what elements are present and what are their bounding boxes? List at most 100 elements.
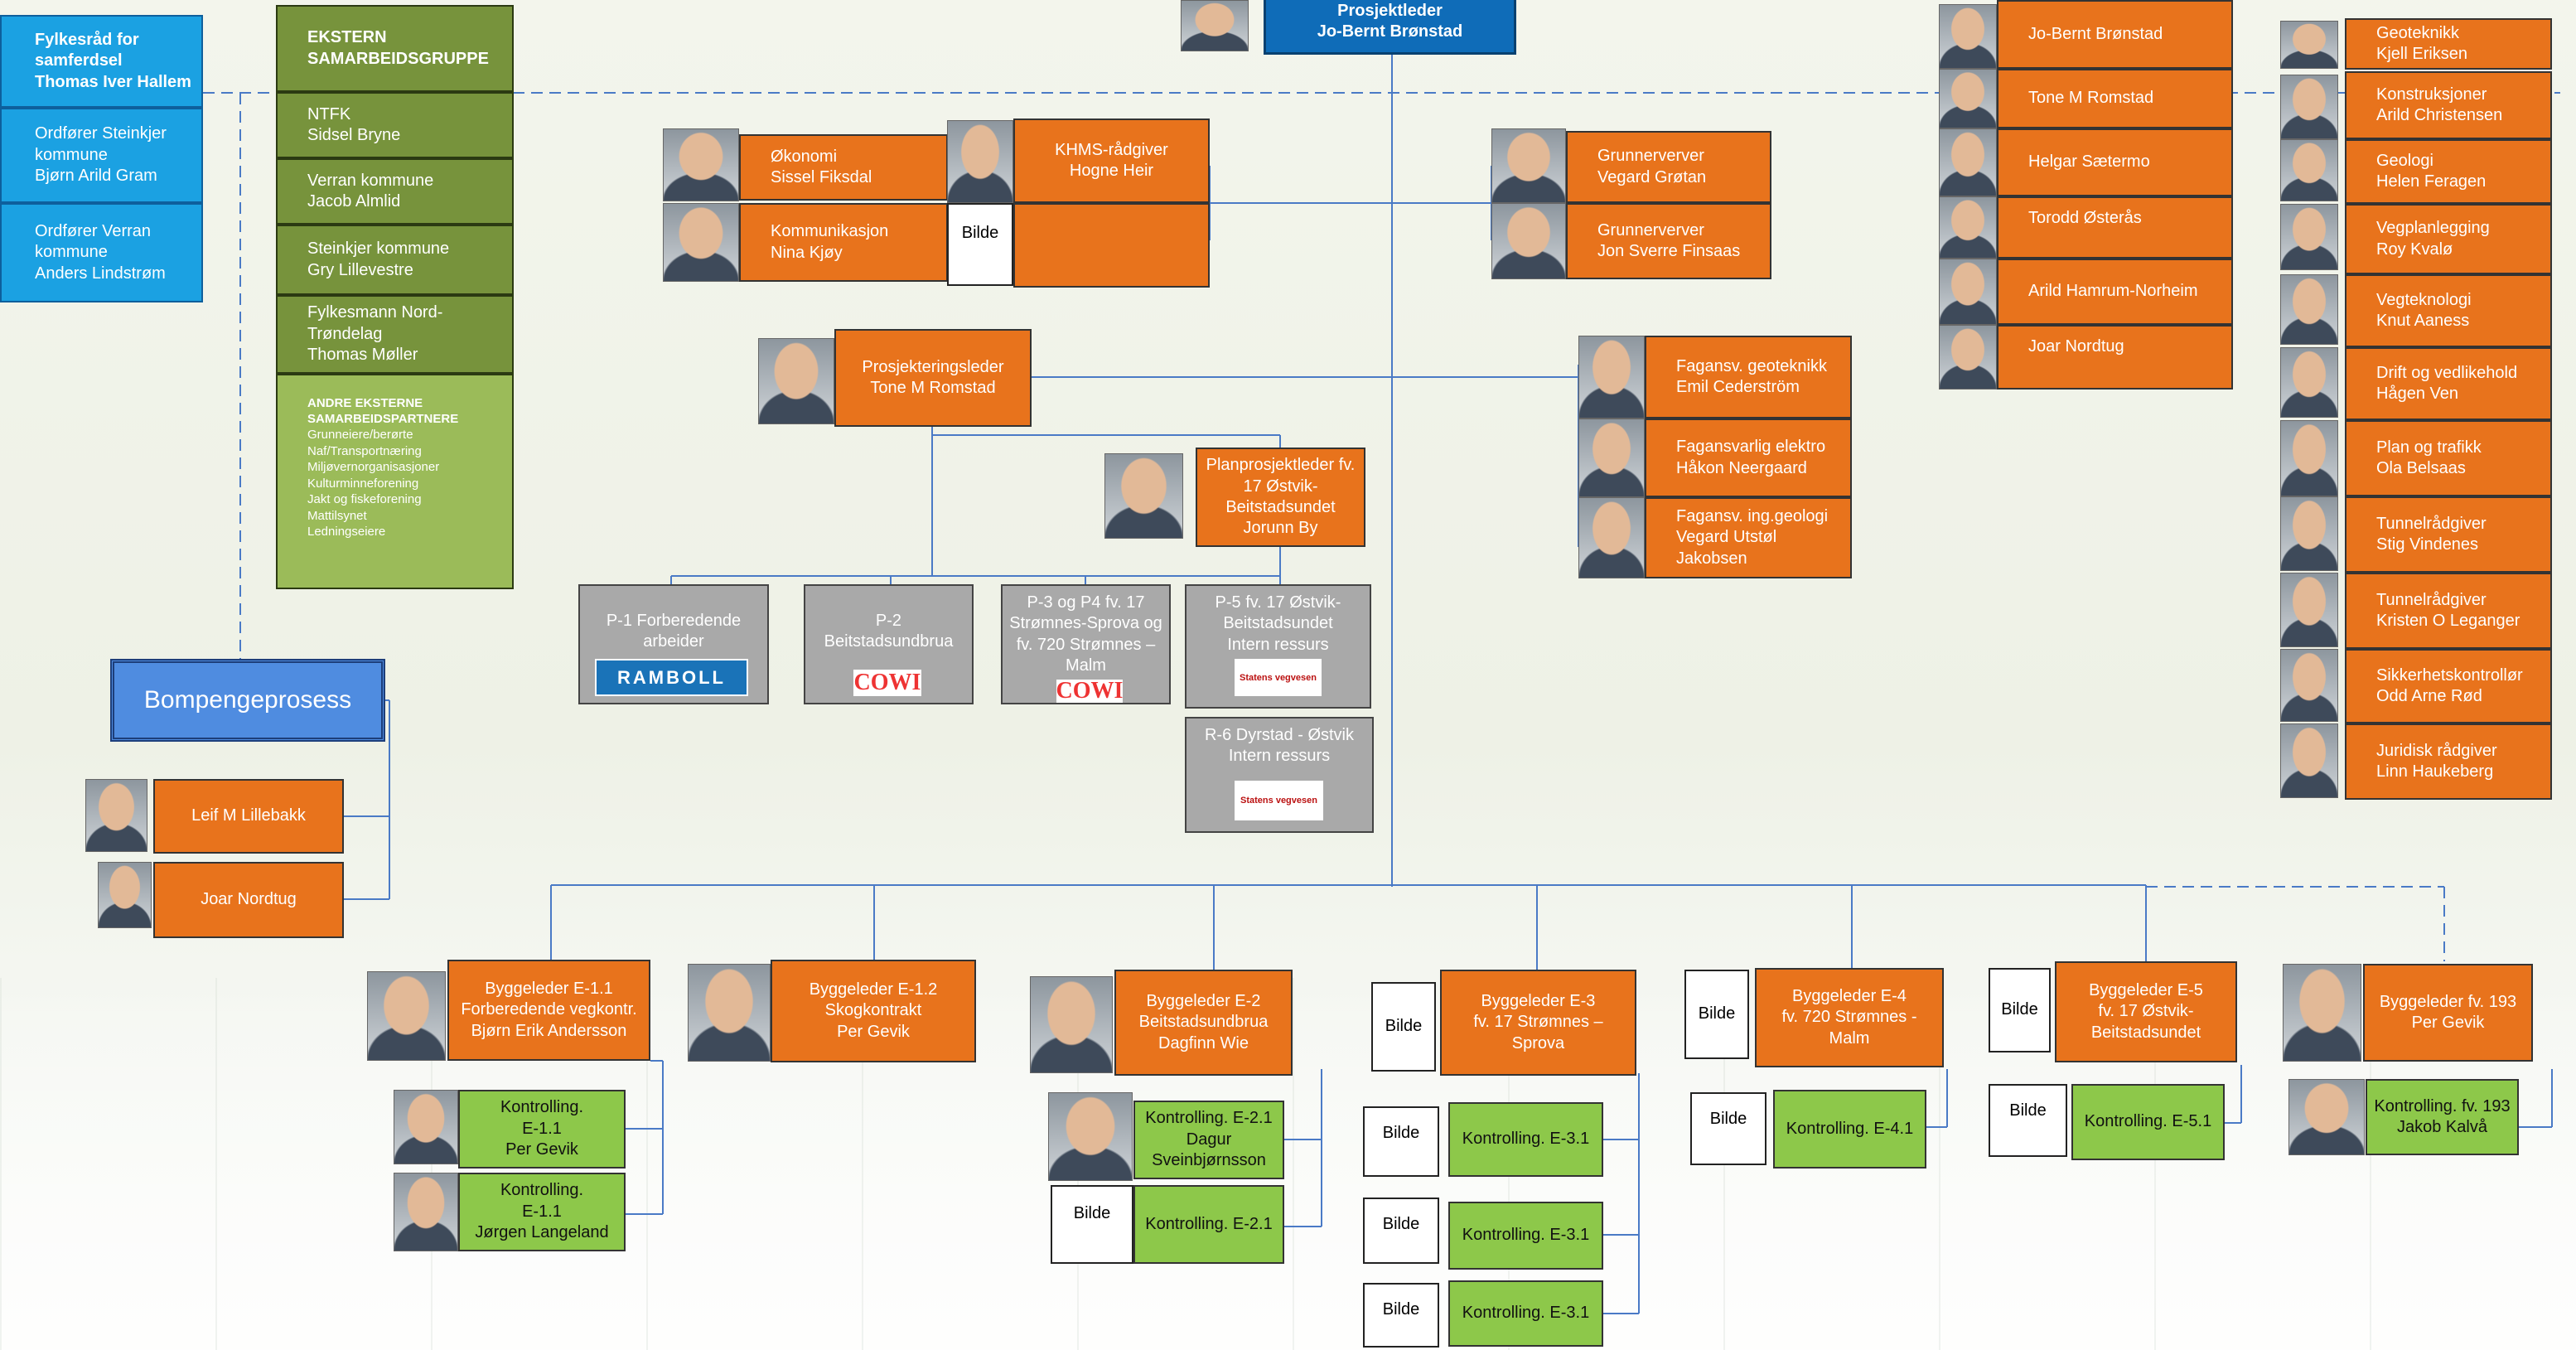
leader-text: Byggeleder E-3 fv. 17 Strømnes – Sprova [1473,991,1603,1052]
staff-text: Grunnerverver Jon Sverre Finsaas [1597,220,1741,260]
communication-box: Kommunikasjon Nina Kjøy [739,203,948,282]
control-text: Kontrolling. E-2.1 [1145,1214,1273,1233]
leader-text: Byggeleder E-5 fv. 17 Østvik- Beitstadsu… [2089,980,2203,1042]
control-text: Kontrolling. E-1.1 Jørgen Langeland [475,1181,609,1242]
avatar [394,1090,458,1164]
avatar [1491,203,1566,279]
logo-text: RAMBOLL [617,666,726,688]
photo-placeholder: Bilde [1363,1283,1439,1348]
specialist-box: Sikkerhetskontrollør Odd Arne Rød [2345,649,2552,723]
construction-leader-box: Byggeleder E-5 fv. 17 Østvik- Beitstadsu… [2055,961,2237,1062]
avatar [1939,69,1997,128]
package-text: R-6 Dyrstad - Østvik Intern ressurs [1204,726,1355,766]
member-text: Verran kommune Jacob Almlid [307,171,434,210]
avatar [2280,204,2338,270]
politician-box: Fylkesråd for samferdsel Thomas Iver Hal… [0,15,203,108]
empty-role-box [1013,203,1210,288]
avatar [394,1173,458,1251]
expert-box: Fagansv. geoteknikk Emil Cederström [1645,336,1852,419]
specialist-text: Plan og trafikk Ola Belsaas [2376,438,2482,477]
logo-text: COWI [1056,678,1124,704]
statens-vegvesen-logo: Statens vegvesen [1235,659,1322,696]
avatar [2280,420,2338,496]
leader-text: Byggeleder E-4 fv. 720 Strømnes - Malm [1781,986,1917,1048]
leader-text: Byggeleder E-1.2 Skogkontrakt Per Gevik [809,980,938,1041]
plan-lead-text: Planprosjektleder fv. 17 Østvik- Beitsta… [1206,456,1356,538]
control-text: Kontrolling. E-2.1 Dagur Sveinbjørnsson [1145,1109,1273,1170]
avatar [367,971,446,1061]
photo-placeholder: Bilde [1051,1185,1133,1264]
specialist-text: Tunnelrådgiver Stig Vindenes [2376,514,2487,554]
land-acquirer-box: Grunnerverver Jon Sverre Finsaas [1566,203,1771,279]
control-box: Kontrolling. E-1.1 Per Gevik [458,1090,626,1169]
specialist-box: Tunnelrådgiver Kristen O Leganger [2345,573,2552,649]
specialist-box: Tunnelrådgiver Stig Vindenes [2345,496,2552,573]
avatar [2280,21,2338,69]
package-box: P-3 og P4 fv. 17 Strømnes-Sprova og fv. … [1001,584,1171,704]
member-text: NTFK Sidsel Bryne [307,104,401,144]
construction-leader-box: Byggeleder E-4 fv. 720 Strømnes - Malm [1755,968,1944,1067]
advisor-box: Jo-Bernt Brønstad [1997,0,2233,69]
specialist-text: Konstruksjoner Arild Christensen [2376,85,2503,124]
package-text: P-1 Forberedende arbeider [606,612,742,651]
specialist-box: Konstruksjoner Arild Christensen [2345,71,2552,139]
avatar [2280,573,2338,647]
placeholder-text: Bilde [2001,1000,2038,1019]
member-text: Leif M Lillebakk [191,806,306,825]
advisor-text: Arild Hamrum-Norheim [2028,282,2198,301]
photo-placeholder: Bilde [1363,1198,1439,1264]
expert-text: Fagansv. geoteknikk Emil Cederström [1676,356,1827,396]
logo-text: Statens vegvesen [1240,672,1317,683]
logo-text: Statens vegvesen [1240,796,1317,806]
toll-member-box: Leif M Lillebakk [153,779,344,854]
construction-leader-box: Byggeleder E-3 fv. 17 Strømnes – Sprova [1440,970,1636,1076]
cowi-logo: COWI [1056,678,1124,704]
placeholder-text: Bilde [1709,1110,1747,1128]
leader-text: Byggeleder E-2 Beitstadsundbrua Dagfinn … [1138,991,1269,1052]
avatar [2283,964,2361,1062]
avatar [2288,1079,2365,1155]
plan-lead-box: Planprosjektleder fv. 17 Østvik- Beitsta… [1196,448,1365,547]
placeholder-text: Bilde [1382,1300,1420,1319]
avatar [663,128,739,201]
construction-leader-box: Byggeleder fv. 193 Per Gevik [2363,964,2533,1062]
specialist-text: Juridisk rådgiver Linn Haukeberg [2376,741,2497,781]
external-group-member: NTFK Sidsel Bryne [276,92,514,158]
avatar [1939,4,1997,69]
avatar [1939,196,1997,259]
external-group-member: Verran kommune Jacob Almlid [276,158,514,225]
avatar [688,964,771,1062]
control-text: Kontrolling. E-1.1 Per Gevik [500,1098,584,1159]
project-leader-title: Prosjektleder [1337,1,1443,20]
advisor-box: Arild Hamrum-Norheim [1997,259,2233,325]
package-text: P-5 fv. 17 Østvik- Beitstadsundet Intern… [1215,593,1341,654]
control-text: Kontrolling. E-4.1 [1786,1119,1914,1138]
construction-leader-box: Byggeleder E-2 Beitstadsundbrua Dagfinn … [1114,970,1293,1076]
external-group-title: EKSTERN SAMARBEIDSGRUPPE [307,28,489,68]
leader-text: Byggeleder fv. 193 Per Gevik [2379,992,2517,1032]
advisor-box: Joar Nordtug [1997,325,2233,390]
specialist-box: Juridisk rådgiver Linn Haukeberg [2345,723,2552,800]
control-text: Kontrolling. E-3.1 [1462,1226,1590,1245]
land-acquirer-box: Grunnerverver Vegard Grøtan [1566,131,1771,203]
design-lead-text: Prosjekteringsleder Tone M Romstad [862,357,1004,397]
placeholder-text: Bilde [1385,1017,1423,1036]
avatar [2280,496,2338,571]
avatar [1939,259,1997,325]
control-box: Kontrolling. E-5.1 [2071,1084,2225,1160]
avatar [85,779,147,852]
member-text: Fylkesmann Nord- Trøndelag Thomas Møller [307,303,443,365]
avatar [2280,75,2338,139]
placeholder-text: Bilde [1382,1124,1420,1142]
statens-vegvesen-logo: Statens vegvesen [1235,781,1323,820]
politician-text: Ordfører Steinkjer kommune Bjørn Arild G… [35,124,167,186]
external-group-header: EKSTERN SAMARBEIDSGRUPPE [276,5,514,92]
advisor-box: Helgar Sætermo [1997,128,2233,196]
avatar [1939,325,1997,390]
placeholder-text: Bilde [1382,1215,1420,1233]
specialist-box: Vegplanlegging Roy Kvalø [2345,204,2552,274]
avatar [98,862,152,928]
economy-box: Økonomi Sissel Fiksdal [739,134,948,201]
advisor-text: Tone M Romstad [2028,89,2154,108]
